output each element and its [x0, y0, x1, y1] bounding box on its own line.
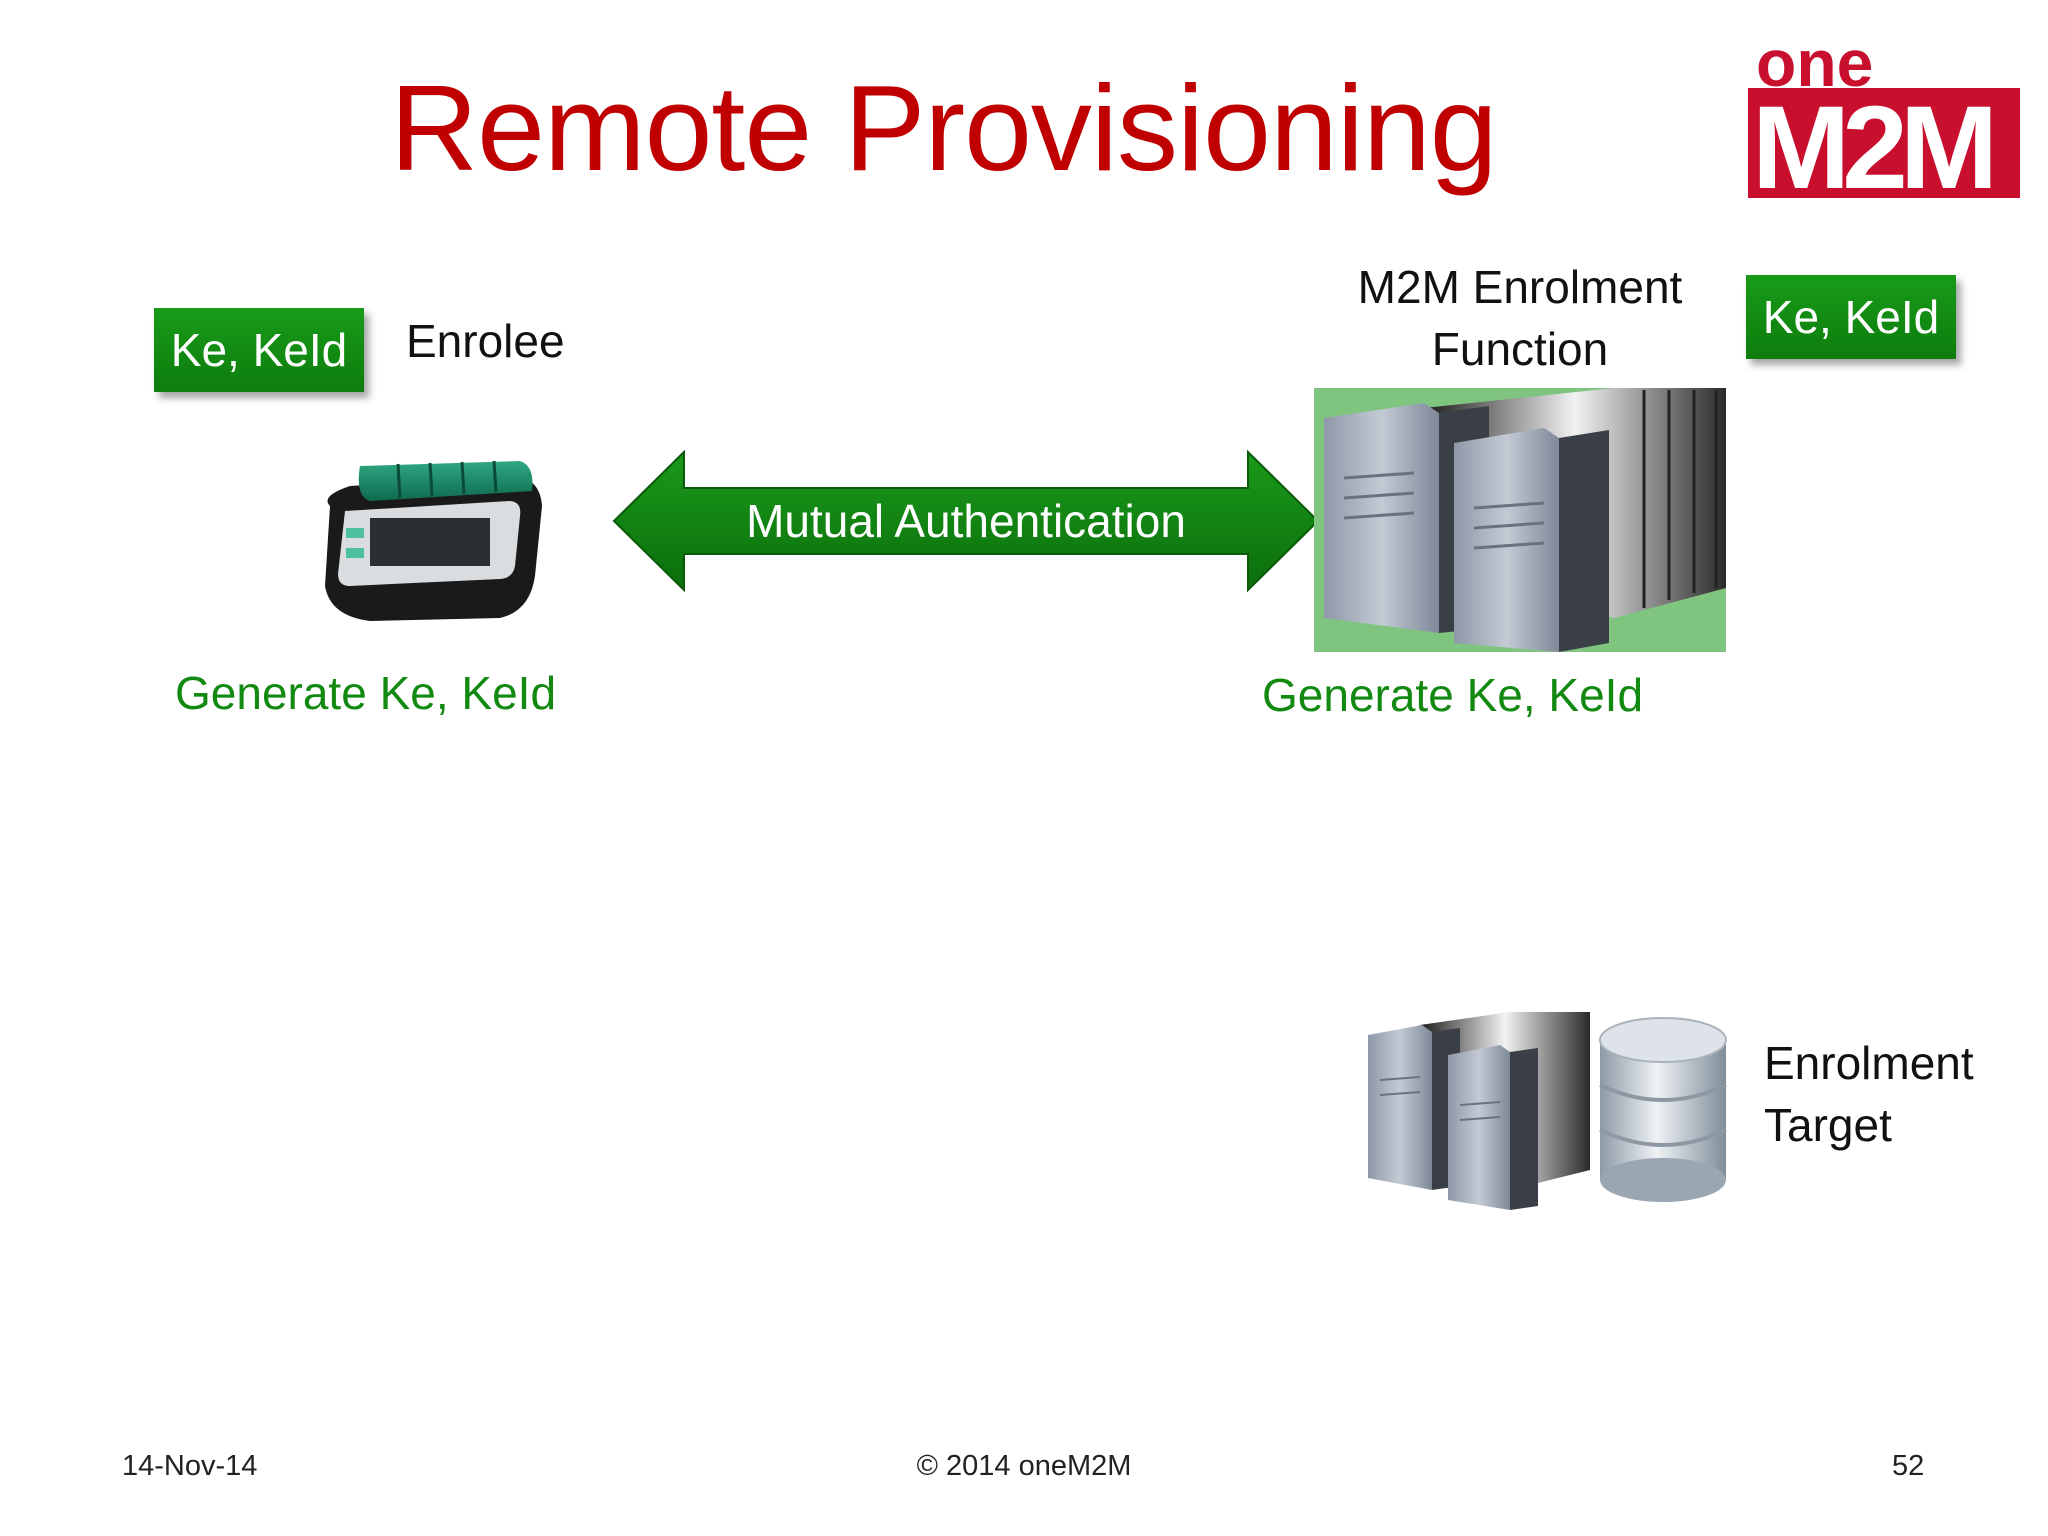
enrolment-function-label-line1: M2M Enrolment	[1357, 261, 1683, 313]
enrolment-target-label: Enrolment Target	[1764, 1032, 1974, 1156]
enrolee-generate-label: Generate Ke, KeId	[175, 667, 557, 719]
footer-copyright: © 2014 oneM2M	[916, 1450, 1132, 1482]
svg-text:M2M: M2M	[1752, 82, 1991, 198]
enrolment-target-server-database-icon	[1368, 1012, 1727, 1210]
slide-title: Remote Provisioning	[390, 60, 1498, 196]
footer-date: 14-Nov-14	[122, 1450, 258, 1482]
enrolee-key-box: Ke, KeId	[154, 308, 364, 392]
enrolment-function-label: M2M Enrolment Function	[1330, 256, 1710, 380]
onem2m-logo: one M2M	[1748, 28, 2020, 198]
enrolee-device-icon	[325, 460, 542, 621]
enrolment-function-key-box: Ke, KeId	[1746, 275, 1956, 359]
enrolment-target-label-line2: Target	[1764, 1099, 1892, 1151]
server-rack-icon	[1314, 388, 1726, 652]
enrolment-target-label-line1: Enrolment	[1764, 1037, 1974, 1089]
page-number: 52	[1892, 1450, 1925, 1482]
mutual-authentication-label: Mutual Authentication	[746, 495, 1186, 547]
enrolment-function-label-line2: Function	[1431, 323, 1609, 375]
enrolment-function-generate-label: Generate Ke, KeId	[1262, 669, 1644, 721]
enrolee-label: Enrolee	[406, 315, 565, 367]
